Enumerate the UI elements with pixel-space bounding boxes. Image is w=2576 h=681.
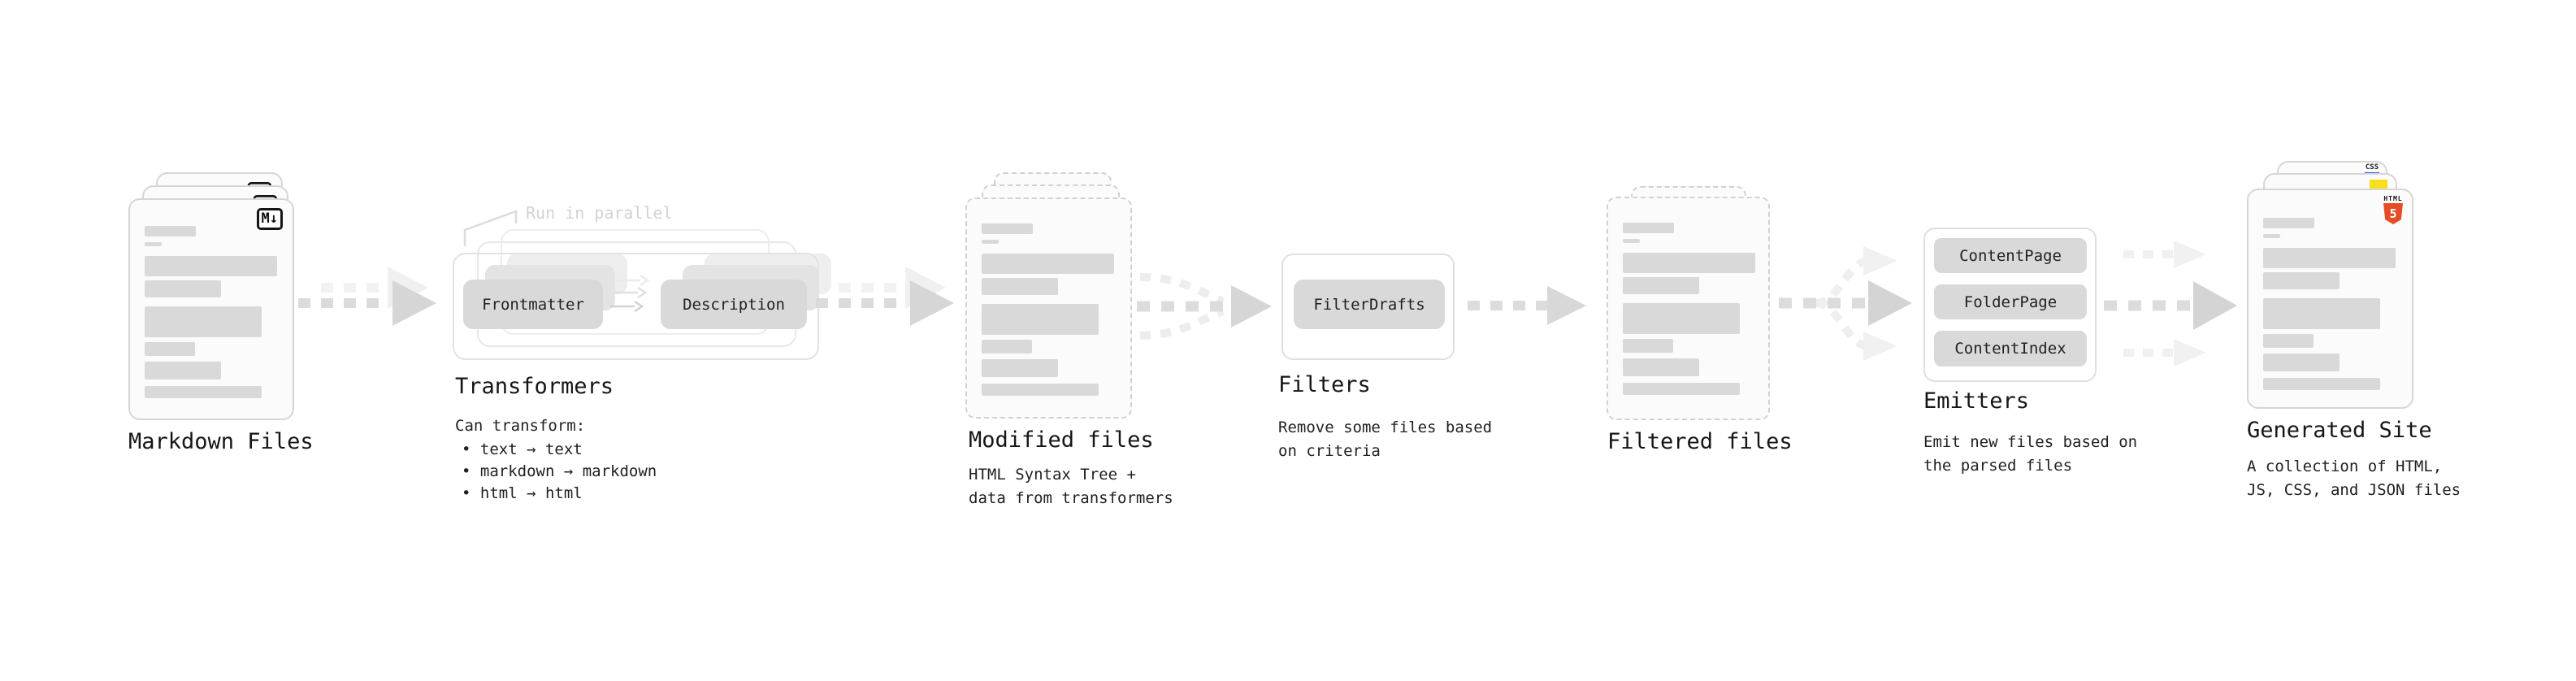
- text-skeleton-bar: [2263, 378, 2380, 390]
- run-in-parallel-annotation: Run in parallel: [526, 203, 673, 223]
- text-skeleton-bar: [982, 223, 1033, 234]
- text-skeleton-bar: [982, 240, 999, 244]
- text-skeleton-bar: [1623, 339, 1673, 353]
- text-skeleton-bar: [982, 340, 1032, 354]
- bullet-item: • text → text: [462, 440, 583, 458]
- markdown-files-label: Markdown Files: [128, 429, 314, 454]
- filters-title: Filters: [1278, 372, 1371, 397]
- description-line: data from transformers: [969, 489, 1173, 507]
- html5-icon-label: HTML: [2383, 195, 2403, 202]
- javascript-icon: [2370, 180, 2387, 189]
- text-skeleton-bar: [982, 304, 1099, 335]
- modified-files-description: HTML Syntax Tree + data from transformer…: [969, 463, 1173, 510]
- flow-arrow-fanout: [1779, 246, 1912, 361]
- transform-step-arrows: [610, 274, 650, 313]
- html5-icon: HTML 5: [2383, 195, 2404, 224]
- text-skeleton-bar: [145, 256, 277, 276]
- transformers-caption: Can transform:: [455, 417, 586, 435]
- text-skeleton-bar: [2263, 354, 2340, 371]
- bullet-item: • html → html: [462, 484, 583, 502]
- text-skeleton-bar: [145, 362, 221, 380]
- emitters-title: Emitters: [1923, 388, 2030, 414]
- text-skeleton-bar: [2263, 218, 2314, 228]
- emitters-description: Emit new files based on the parsed files: [1923, 431, 2137, 478]
- text-skeleton-bar: [145, 242, 162, 246]
- filterdrafts-button: FilterDrafts: [1294, 280, 1445, 329]
- description-line: on criteria: [1278, 442, 1381, 460]
- filtered-file-front: [1607, 197, 1770, 420]
- bullet-item: • markdown → markdown: [462, 462, 657, 480]
- description-line: A collection of HTML,: [2247, 458, 2443, 475]
- text-skeleton-bar: [1623, 303, 1740, 334]
- flow-arrow-triple: [2104, 241, 2237, 367]
- text-skeleton-bar: [1623, 277, 1699, 294]
- markdown-file-front: M↓: [128, 198, 294, 420]
- contentpage-emitter-button: ContentPage: [1934, 238, 2087, 273]
- text-skeleton-bar: [2263, 334, 2314, 348]
- text-skeleton-bar: [2263, 234, 2280, 238]
- generated-site-description: A collection of HTML, JS, CSS, and JSON …: [2247, 455, 2461, 502]
- text-skeleton-bar: [145, 280, 221, 297]
- text-skeleton: [2263, 218, 2397, 390]
- text-skeleton-bar: [145, 306, 262, 337]
- text-skeleton-bar: [982, 359, 1058, 377]
- text-skeleton-bar: [1623, 253, 1755, 273]
- generated-file-html: HTML 5: [2247, 189, 2413, 409]
- css-icon-label: CSS: [2365, 163, 2379, 171]
- filters-description: Remove some files based on criteria: [1278, 416, 1492, 463]
- text-skeleton-bar: [982, 254, 1114, 274]
- text-skeleton: [982, 223, 1116, 396]
- text-skeleton-bar: [982, 278, 1058, 295]
- text-skeleton-bar: [1623, 239, 1640, 243]
- text-skeleton-bar: [2263, 272, 2340, 289]
- description-line: JS, CSS, and JSON files: [2247, 481, 2461, 499]
- text-skeleton-bar: [1623, 358, 1699, 376]
- modified-file-front: [965, 197, 1132, 419]
- text-skeleton-bar: [145, 342, 195, 356]
- description-line: HTML Syntax Tree +: [969, 466, 1136, 484]
- run-in-parallel-callout-line: [463, 210, 518, 246]
- transformers-title: Transformers: [455, 374, 614, 399]
- text-skeleton-bar: [1623, 223, 1674, 233]
- markdown-icon: M↓: [256, 208, 283, 230]
- frontmatter-transformer-button: Frontmatter: [463, 280, 603, 329]
- description-line: Remove some files based: [1278, 419, 1493, 436]
- text-skeleton: [145, 226, 278, 398]
- text-skeleton-bar: [2263, 248, 2396, 268]
- filtered-files-label: Filtered files: [1607, 429, 1793, 454]
- transformers-bullet-list: • text → text • markdown → markdown • ht…: [462, 439, 657, 505]
- text-skeleton: [1623, 223, 1755, 395]
- modified-files-label: Modified files: [969, 427, 1154, 453]
- text-skeleton-bar: [982, 384, 1099, 396]
- text-skeleton-bar: [2263, 298, 2380, 329]
- contentindex-emitter-button: ContentIndex: [1934, 331, 2087, 367]
- flow-arrow-stacked-2: [816, 267, 954, 326]
- generated-site-label: Generated Site: [2247, 418, 2432, 443]
- flow-arrow-stacked-1: [298, 267, 436, 326]
- text-skeleton-bar: [145, 386, 262, 398]
- description-transformer-button: Description: [661, 280, 807, 329]
- html5-icon-number: 5: [2389, 206, 2397, 221]
- description-line: the parsed files: [1923, 457, 2073, 475]
- flow-arrow-converge: [1137, 273, 1272, 340]
- text-skeleton-bar: [145, 226, 196, 236]
- flow-arrow-single: [1468, 286, 1586, 325]
- text-skeleton-bar: [1623, 383, 1740, 395]
- folderpage-emitter-button: FolderPage: [1934, 284, 2087, 319]
- description-line: Emit new files based on: [1923, 433, 2138, 451]
